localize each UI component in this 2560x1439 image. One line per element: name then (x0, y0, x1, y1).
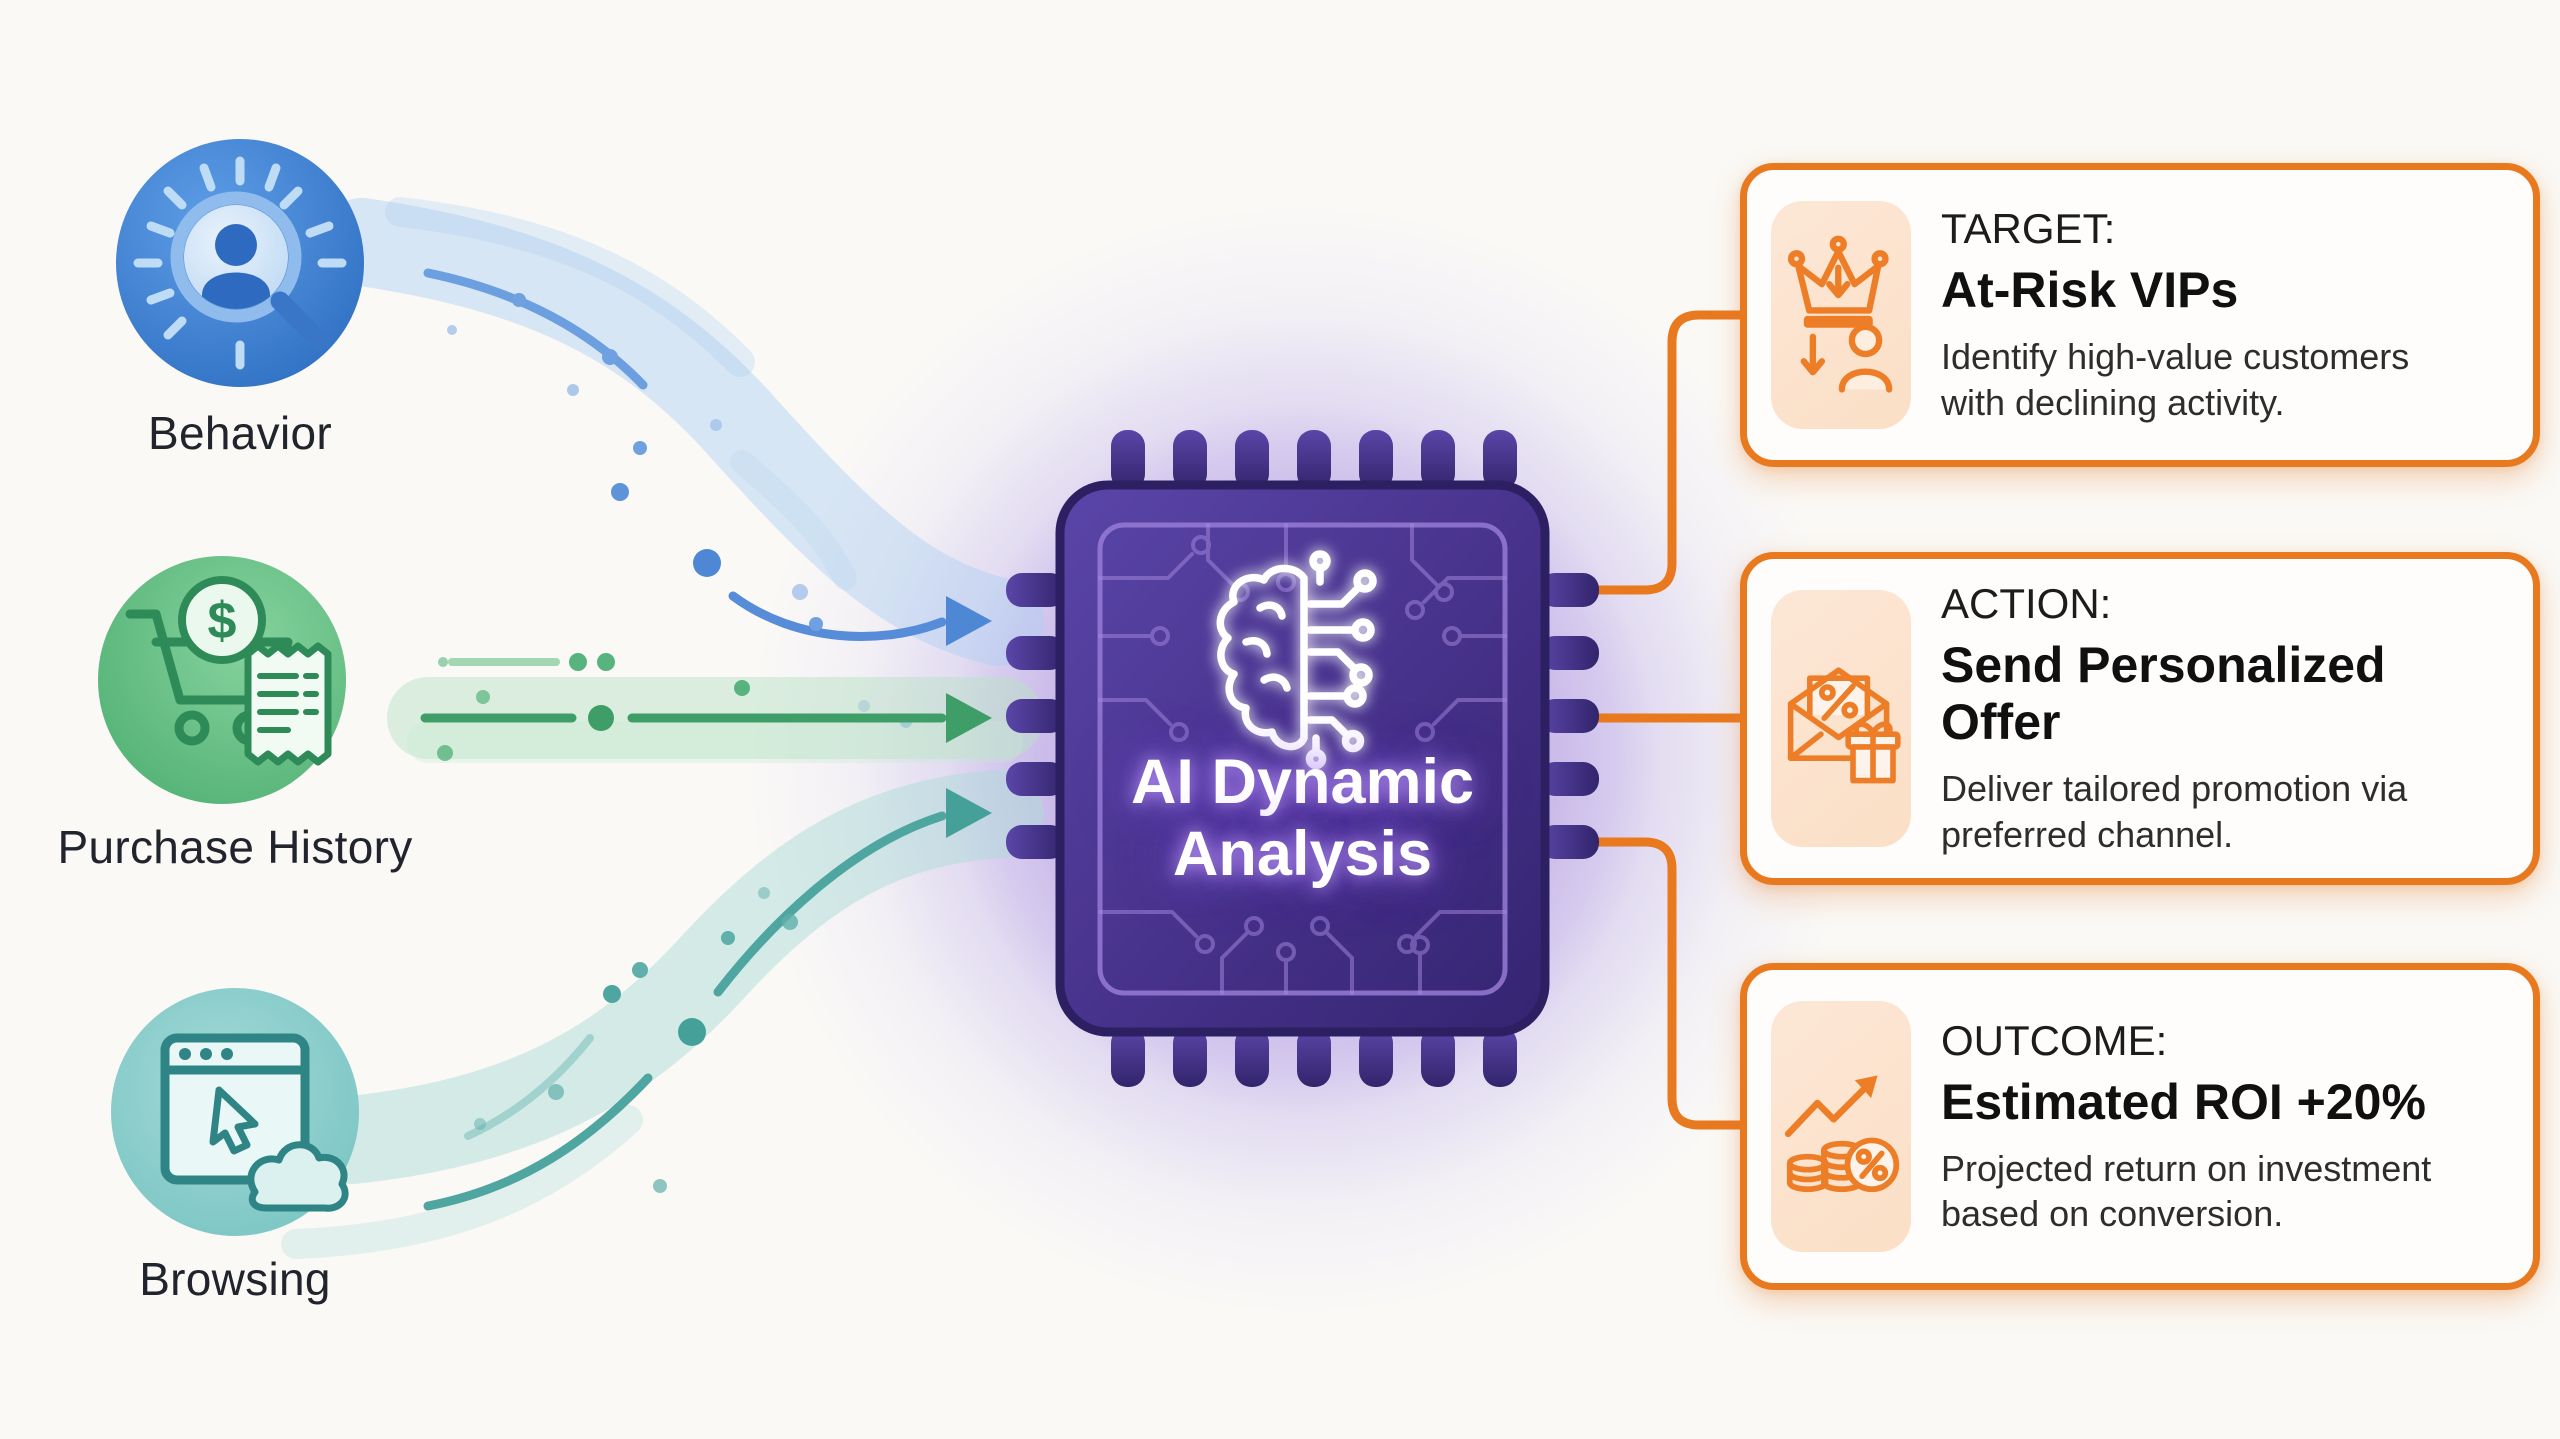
ai-chip (1006, 430, 1599, 1087)
chip-inner-border (1097, 522, 1508, 996)
chip-title: AI Dynamic Analysis (1105, 746, 1500, 890)
browsing-label: Browsing (139, 1253, 331, 1305)
rays (133, 156, 347, 370)
percent-coin (1844, 1137, 1900, 1192)
user-search-icon (116, 139, 364, 387)
card-target: TARGET: At-Risk VIPs Identify high-value… (1740, 163, 2540, 467)
card-outcome-text: OUTCOME: Estimated ROI +20% Projected re… (1941, 1017, 2481, 1237)
card-target-text: TARGET: At-Risk VIPs Identify high-value… (1941, 205, 2481, 425)
chip-body (1055, 480, 1550, 1037)
card-outcome-description: Projected return on investment based on … (1941, 1147, 2432, 1234)
browser-cursor-cloud-icon (111, 988, 359, 1236)
browsing-data-stream (281, 770, 1044, 1259)
card-target-description: Identify high-value customers with decli… (1941, 336, 2410, 423)
cart-dollar-receipt-icon: $ (98, 556, 346, 804)
card-target-title: At-Risk VIPs (1941, 262, 2239, 319)
card-action-label: ACTION: (1941, 580, 2112, 628)
gift-box (1845, 720, 1901, 783)
dollar-coin: $ (178, 576, 266, 664)
svg-text:$: $ (208, 592, 237, 650)
chip-circuit-traces (1098, 523, 1507, 995)
browsing-stream-dots (474, 887, 798, 1193)
person-silhouette (202, 224, 270, 309)
behavior-data-stream (318, 197, 1044, 728)
card-target-label: TARGET: (1941, 205, 2116, 253)
chip-title-line2: Analysis (1172, 819, 1433, 889)
card-outcome-title: Estimated ROI +20% (1941, 1073, 2426, 1130)
crown-decline-person-icon (1787, 235, 1893, 393)
card-action-description: Deliver tailored promotion via preferred… (1941, 768, 2408, 855)
chip-pins (1006, 430, 1599, 1087)
card-target-icon-tile (1771, 201, 1911, 429)
chip-title-line1: AI Dynamic (1130, 747, 1475, 817)
connector-target (1587, 310, 1755, 595)
purchase-data-stream (387, 653, 1043, 763)
card-action-title: Send Personalized Offer (1941, 637, 2386, 751)
card-outcome: OUTCOME: Estimated ROI +20% Projected re… (1740, 963, 2540, 1290)
purchase-history-label: Purchase History (57, 821, 413, 873)
roi-growth-coins-icon (1784, 1074, 1900, 1192)
card-action-text: ACTION: Send Personalized Offer Deliver … (1941, 580, 2503, 857)
receipt (244, 642, 332, 766)
output-connectors (1587, 310, 1755, 1130)
brain-circuit-icon (1216, 550, 1377, 770)
card-outcome-icon-tile (1771, 1001, 1911, 1252)
offer-envelope-gift-icon (1787, 666, 1901, 783)
cloud (247, 1141, 349, 1212)
card-action-icon-tile (1771, 590, 1911, 847)
behavior-label: Behavior (148, 407, 332, 459)
purchase-stream-dots (437, 653, 750, 761)
connector-outcome (1587, 837, 1755, 1130)
card-action: ACTION: Send Personalized Offer Deliver … (1740, 552, 2540, 885)
cursor-arrow (209, 1086, 259, 1155)
card-outcome-label: OUTCOME: (1941, 1016, 2168, 1064)
